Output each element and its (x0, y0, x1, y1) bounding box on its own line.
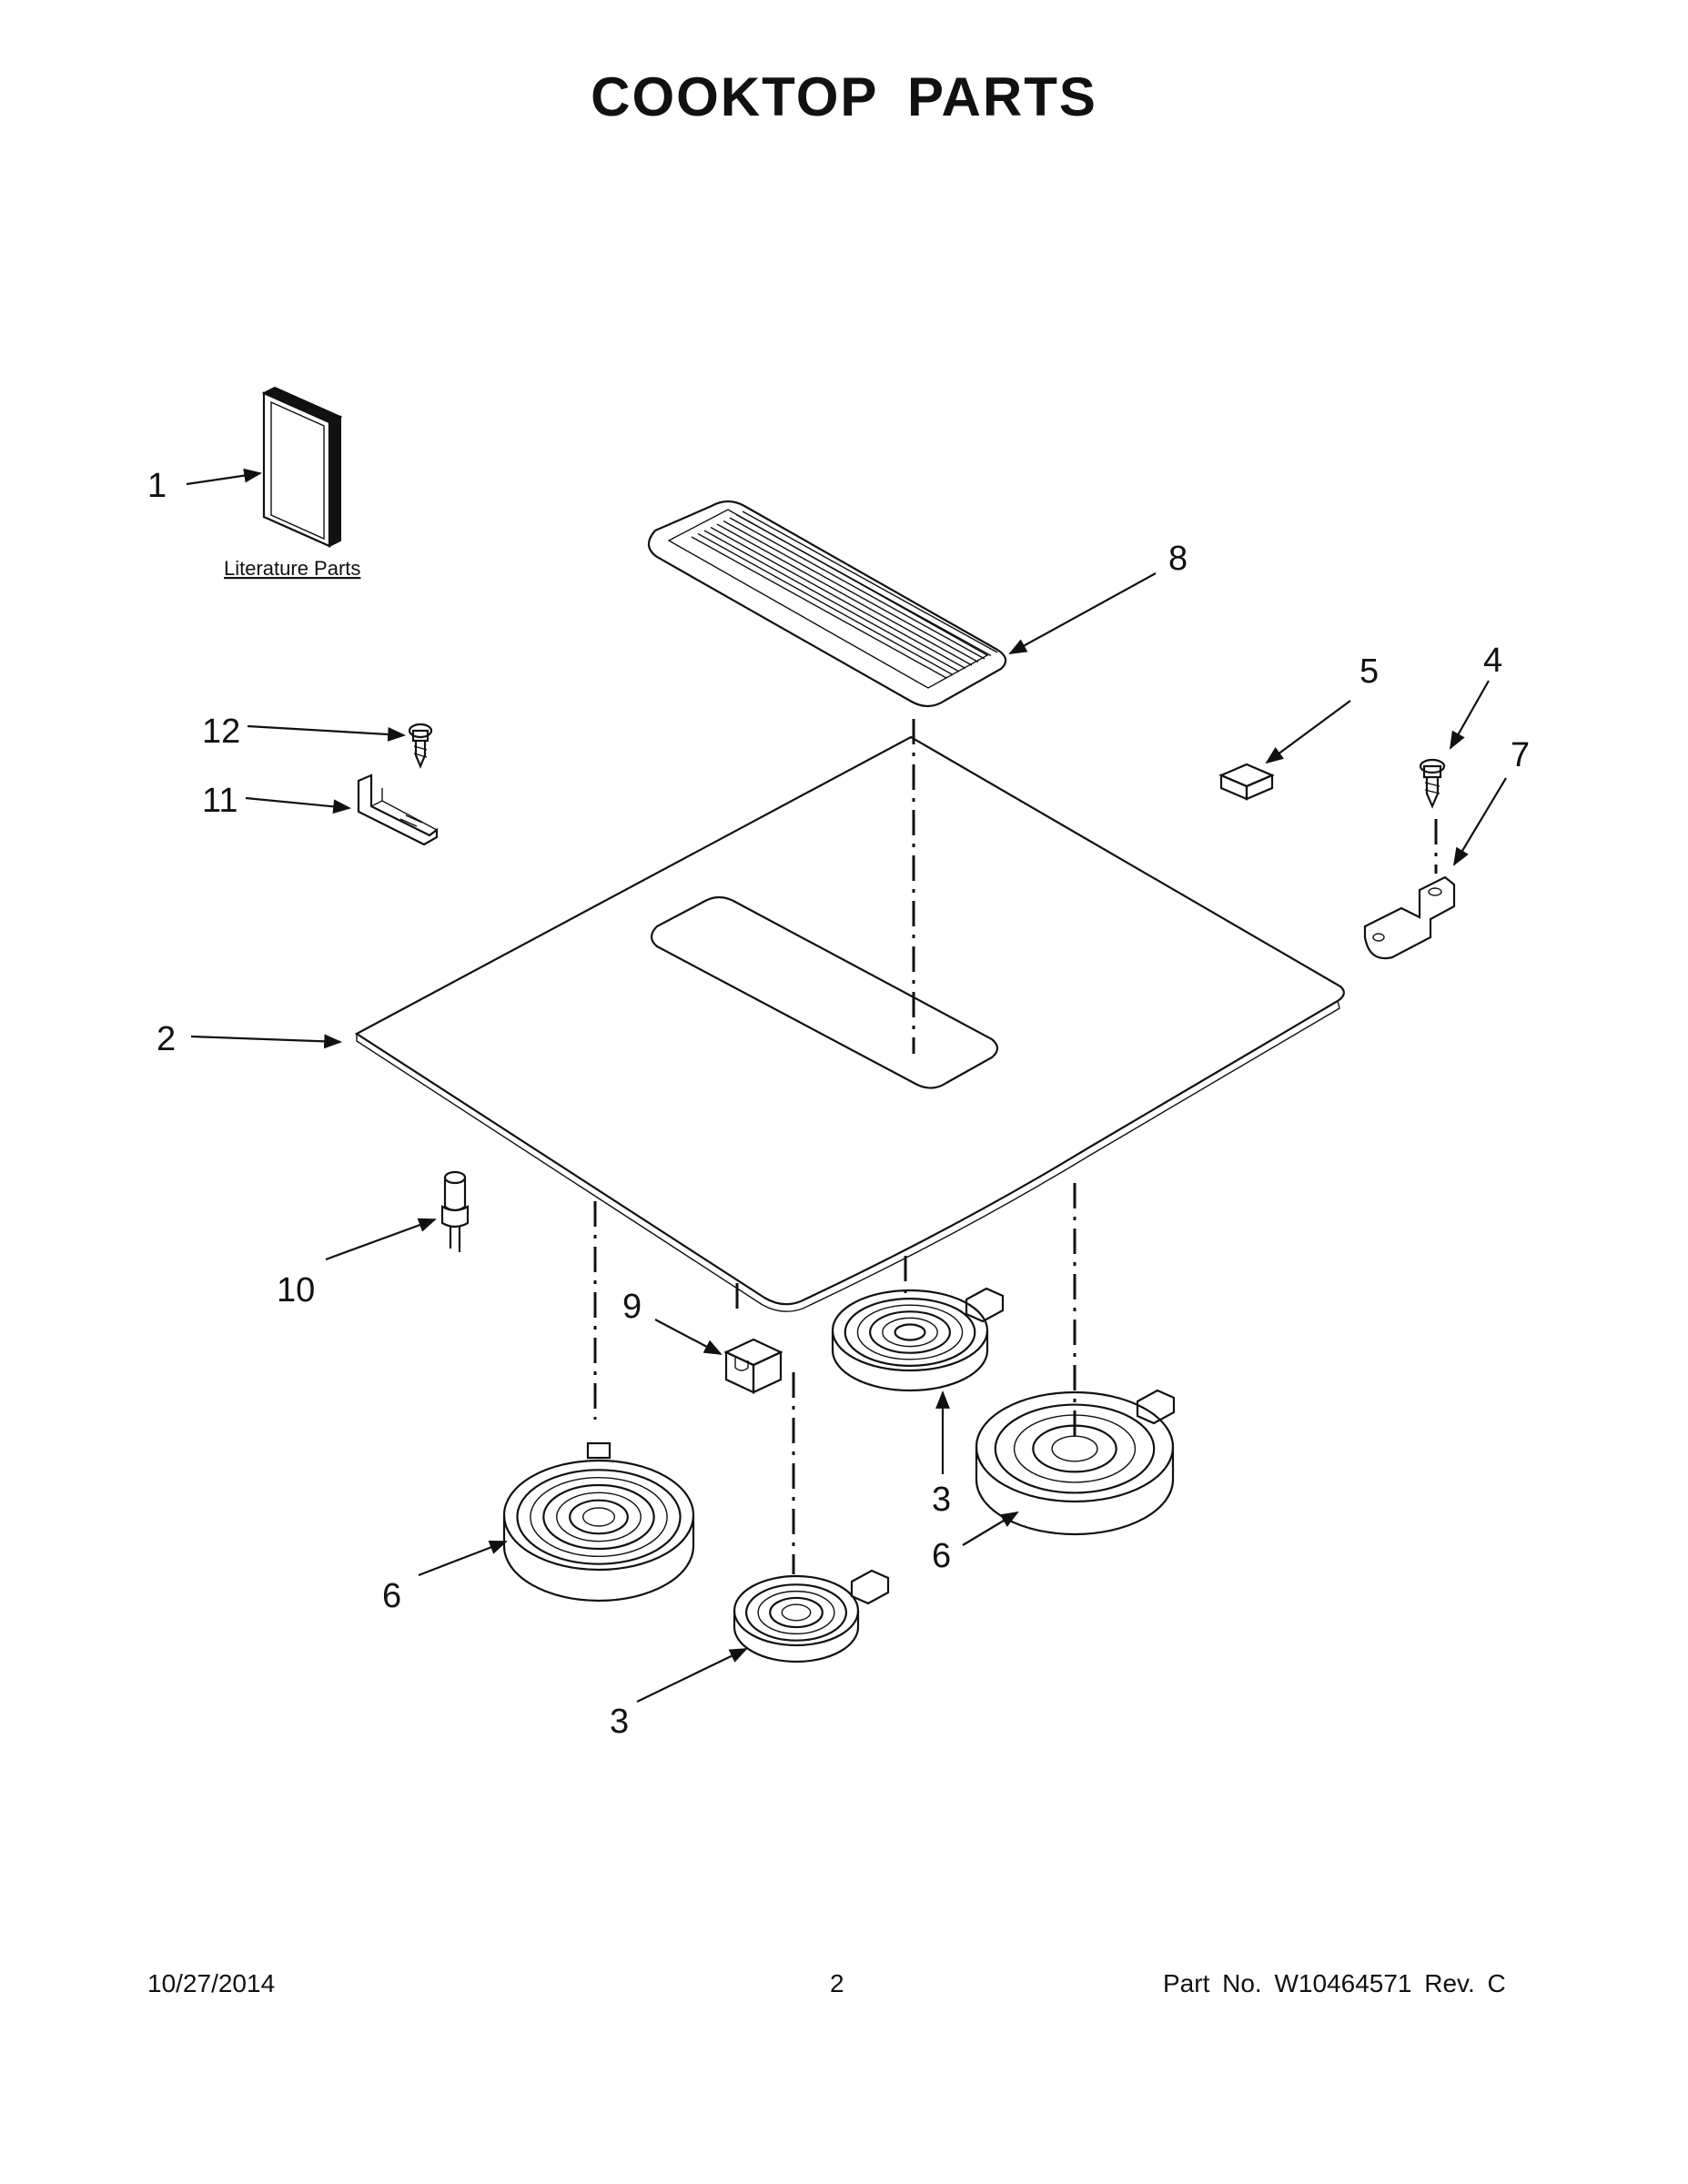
clip-bracket-part-11 (357, 774, 439, 846)
footer-date: 10/27/2014 (147, 1969, 276, 1997)
leader-arrows (186, 468, 1507, 1703)
callout-4: 4 (1483, 642, 1502, 680)
burner-element-3-top (831, 1287, 1005, 1392)
screw-part-4 (1419, 758, 1446, 809)
vent-grille (647, 500, 1007, 708)
callout-7: 7 (1511, 736, 1530, 774)
callout-11: 11 (202, 782, 238, 820)
callout-2: 2 (157, 1020, 176, 1058)
screw-part-12 (408, 723, 433, 769)
footer-part-number: Part No. W10464571 Rev. C (1163, 1969, 1506, 1997)
burner-element-6-right (975, 1389, 1176, 1536)
page-title: COOKTOP PARTS (591, 66, 1097, 127)
callout-12: 12 (202, 713, 240, 751)
literature-booklet (261, 386, 343, 548)
callout-3-bottom: 3 (610, 1703, 629, 1741)
block-part-9 (723, 1338, 783, 1394)
callout-9: 9 (622, 1288, 642, 1326)
callout-6-left: 6 (382, 1577, 401, 1615)
callout-3-top: 3 (932, 1481, 951, 1519)
callout-1: 1 (147, 467, 167, 505)
callout-10: 10 (277, 1271, 315, 1309)
callout-5: 5 (1359, 652, 1379, 691)
bracket-part-7 (1363, 819, 1456, 960)
callout-6-right: 6 (932, 1537, 951, 1575)
burner-element-3-bottom (733, 1569, 890, 1663)
literature-parts-label: Literature Parts (224, 557, 360, 580)
burner-element-6-left (502, 1441, 695, 1603)
callout-labels: 1 2 3 3 4 5 6 6 7 8 9 10 11 12 (147, 467, 1530, 1741)
callout-8: 8 (1168, 540, 1188, 578)
glass-cooktop-panel (354, 735, 1345, 1312)
alignment-lines (593, 719, 1076, 1574)
pad-part (1218, 763, 1275, 801)
switch-part-10 (440, 1170, 470, 1252)
footer-page-number: 2 (830, 1969, 844, 1997)
